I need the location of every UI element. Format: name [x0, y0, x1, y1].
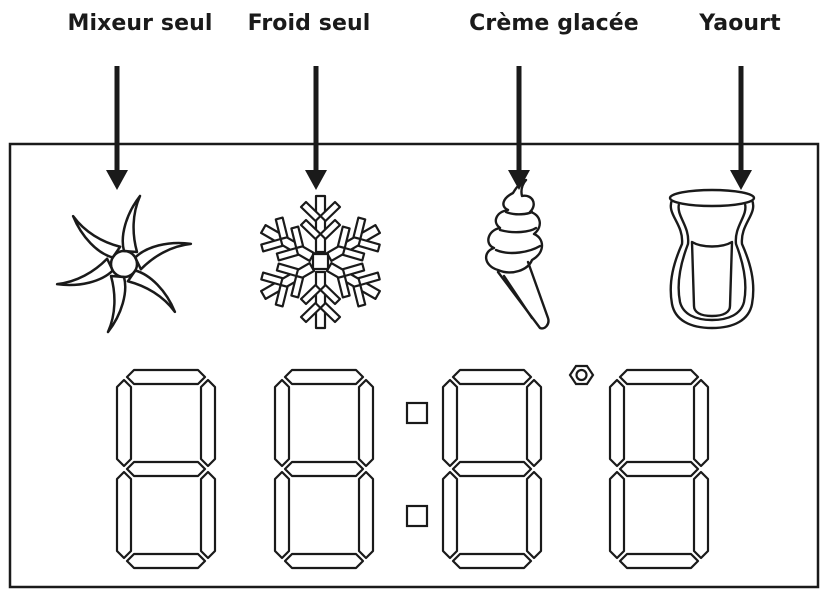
segment-g — [283, 460, 365, 478]
segment-e — [608, 470, 626, 560]
label-mixer-only: Mixeur seul — [67, 11, 213, 36]
lcd-frame — [8, 142, 820, 589]
segment-e — [115, 470, 133, 560]
segment-g — [618, 460, 700, 478]
arrow-yogurt — [730, 66, 752, 190]
segment-e — [273, 470, 291, 560]
digit-4 — [608, 368, 710, 570]
segment-e — [441, 470, 459, 560]
segment-f — [608, 378, 626, 468]
segment-b — [357, 378, 375, 468]
label-cold-only: Froid seul — [247, 11, 371, 36]
segment-c — [692, 470, 710, 560]
segment-b — [692, 378, 710, 468]
ice-cream-cone-icon — [485, 178, 550, 330]
seven-segment-display — [115, 368, 710, 570]
segment-d — [283, 552, 365, 570]
digit-2 — [273, 368, 375, 570]
digit-3 — [441, 368, 543, 570]
segment-a — [451, 368, 533, 386]
segment-f — [115, 378, 133, 468]
segment-c — [199, 470, 217, 560]
segment-d — [125, 552, 207, 570]
segment-g — [125, 460, 207, 478]
segment-c — [357, 470, 375, 560]
label-yogurt: Yaourt — [699, 11, 781, 36]
label-ice-cream: Crème glacée — [469, 11, 639, 36]
arrow-mixer — [106, 66, 128, 190]
segment-b — [199, 378, 217, 468]
arrow-ice-cream — [508, 66, 530, 190]
segment-b — [525, 378, 543, 468]
colon-dot-upper — [405, 401, 429, 425]
segment-g — [451, 460, 533, 478]
segment-a — [618, 368, 700, 386]
segment-d — [451, 552, 533, 570]
yogurt-jar-icon — [668, 188, 756, 330]
arrow-cold — [305, 66, 327, 190]
mixer-blade-icon — [55, 194, 193, 334]
segment-a — [283, 368, 365, 386]
colon-dot-lower — [405, 504, 429, 528]
segment-f — [273, 378, 291, 468]
digit-1 — [115, 368, 217, 570]
segment-d — [618, 552, 700, 570]
degree-symbol — [568, 364, 595, 386]
segment-f — [441, 378, 459, 468]
snowflake-icon — [252, 194, 389, 330]
segment-a — [125, 368, 207, 386]
segment-c — [525, 470, 543, 560]
